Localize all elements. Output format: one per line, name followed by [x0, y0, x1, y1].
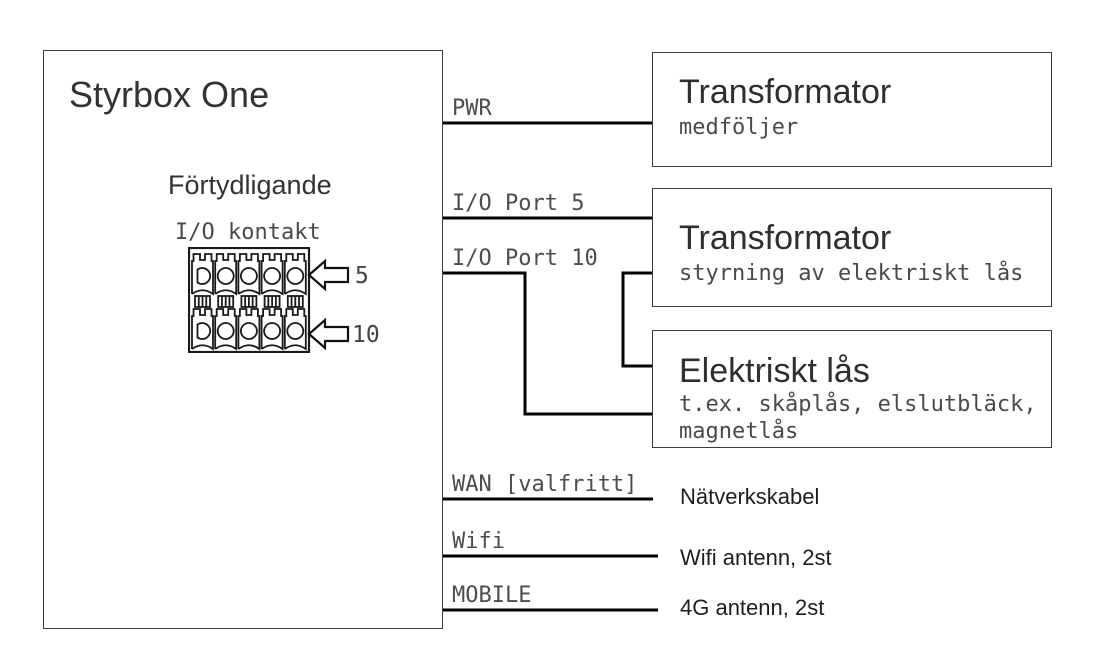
- io-connector-illustration: 5 10: [188, 247, 380, 353]
- annotation-wan: Nätverkskabel: [680, 484, 820, 509]
- device-box-transformer-power: Transformator medföljer: [652, 52, 1052, 167]
- annotation-mobile: 4G antenn, 2st: [680, 595, 825, 620]
- io-kontakt-label: I/O kontakt: [175, 220, 321, 245]
- pin-5-arrow-icon: [307, 258, 350, 292]
- annotation-wifi: Wifi antenn, 2st: [680, 545, 832, 570]
- port-label-io5: I/O Port 5: [452, 191, 585, 216]
- port-label-io10: I/O Port 10: [452, 246, 598, 271]
- pin-10-arrow-icon: [307, 317, 350, 351]
- device-subtitle: t.ex. skåplås, elslutbläck, magnetlås: [679, 392, 1037, 444]
- device-subtitle: medföljer: [679, 115, 799, 140]
- wire-transformer-to-lock: [621, 271, 652, 368]
- device-title: Transformator: [679, 219, 892, 257]
- port-label-mobile: MOBILE: [452, 583, 532, 608]
- device-box-transformer-lock: Transformator styrning av elektriskt lås: [652, 188, 1052, 307]
- connector-outline: [188, 247, 311, 353]
- styrbox-one-box: Styrbox One Förtydligande I/O kontakt: [43, 50, 443, 629]
- device-box-electric-lock: Elektriskt lås t.ex. skåplås, elslutbläc…: [652, 330, 1052, 448]
- port-label-wifi: Wifi: [452, 529, 505, 554]
- pin-5-label: 5: [355, 263, 369, 289]
- port-label-pwr: PWR: [452, 96, 492, 121]
- device-title: Elektriskt lås: [679, 352, 870, 390]
- device-subtitle: styrning av elektriskt lås: [679, 261, 1024, 286]
- pin-10-label: 10: [352, 322, 380, 348]
- device-title: Transformator: [679, 73, 892, 111]
- styrbox-subtitle: Förtydligande: [168, 170, 332, 200]
- styrbox-title: Styrbox One: [69, 74, 270, 115]
- wire-io-port-10: [443, 271, 652, 416]
- port-label-wan: WAN [valfritt]: [452, 472, 638, 497]
